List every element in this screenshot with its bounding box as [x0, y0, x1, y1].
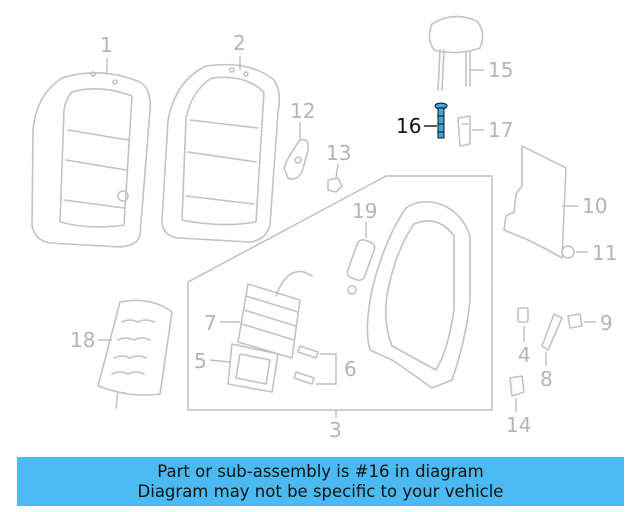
callout-16: 16	[396, 114, 421, 138]
part-10-panel	[503, 145, 567, 259]
part-11-nut	[561, 245, 575, 259]
callout-9: 9	[600, 311, 613, 335]
callout-4: 4	[518, 343, 531, 367]
callout-18: 18	[70, 328, 95, 352]
part-17-guide	[457, 115, 471, 147]
parts-diagram: 1 2 12 13 15 16	[31, 15, 617, 442]
callout-6: 6	[344, 357, 357, 381]
callout-3: 3	[329, 418, 342, 442]
part-4-bolt	[517, 307, 529, 323]
part-6-clips	[293, 345, 319, 385]
part-2-seat-back	[161, 63, 281, 243]
callout-19: 19	[352, 199, 377, 223]
callout-14: 14	[506, 413, 531, 437]
assembly-3-boundary	[187, 175, 493, 411]
callout-2: 2	[233, 31, 246, 55]
part-16-bolt-highlighted	[434, 102, 448, 139]
part-7-lumbar	[237, 270, 313, 359]
callout-1: 1	[100, 33, 113, 57]
callout-11: 11	[592, 241, 617, 265]
callout-7: 7	[204, 311, 217, 335]
part-12-bracket	[283, 138, 310, 180]
callout-5: 5	[194, 349, 207, 373]
part-5-pad	[227, 343, 279, 393]
part-14-hook	[509, 375, 525, 397]
part-15-headrest	[428, 15, 484, 91]
part-8-lever	[541, 313, 563, 351]
part-13-clip	[327, 177, 343, 193]
part-seat-frame	[366, 200, 471, 389]
banner-line-1: Part or sub-assembly is #16 in diagram	[157, 461, 484, 481]
callout-10: 10	[582, 194, 607, 218]
part-18-heater-pad	[97, 299, 173, 409]
part-1-seat-cushion	[31, 71, 152, 248]
callout-17: 17	[488, 118, 513, 142]
callout-15: 15	[488, 58, 513, 82]
callout-12: 12	[290, 99, 315, 123]
part-19-motor	[346, 239, 376, 295]
callout-8: 8	[540, 367, 553, 391]
banner-line-2: Diagram may not be specific to your vehi…	[137, 481, 504, 501]
callout-13: 13	[326, 141, 351, 165]
info-banner: Part or sub-assembly is #16 in diagram D…	[17, 457, 624, 506]
part-9-clip	[567, 313, 583, 329]
